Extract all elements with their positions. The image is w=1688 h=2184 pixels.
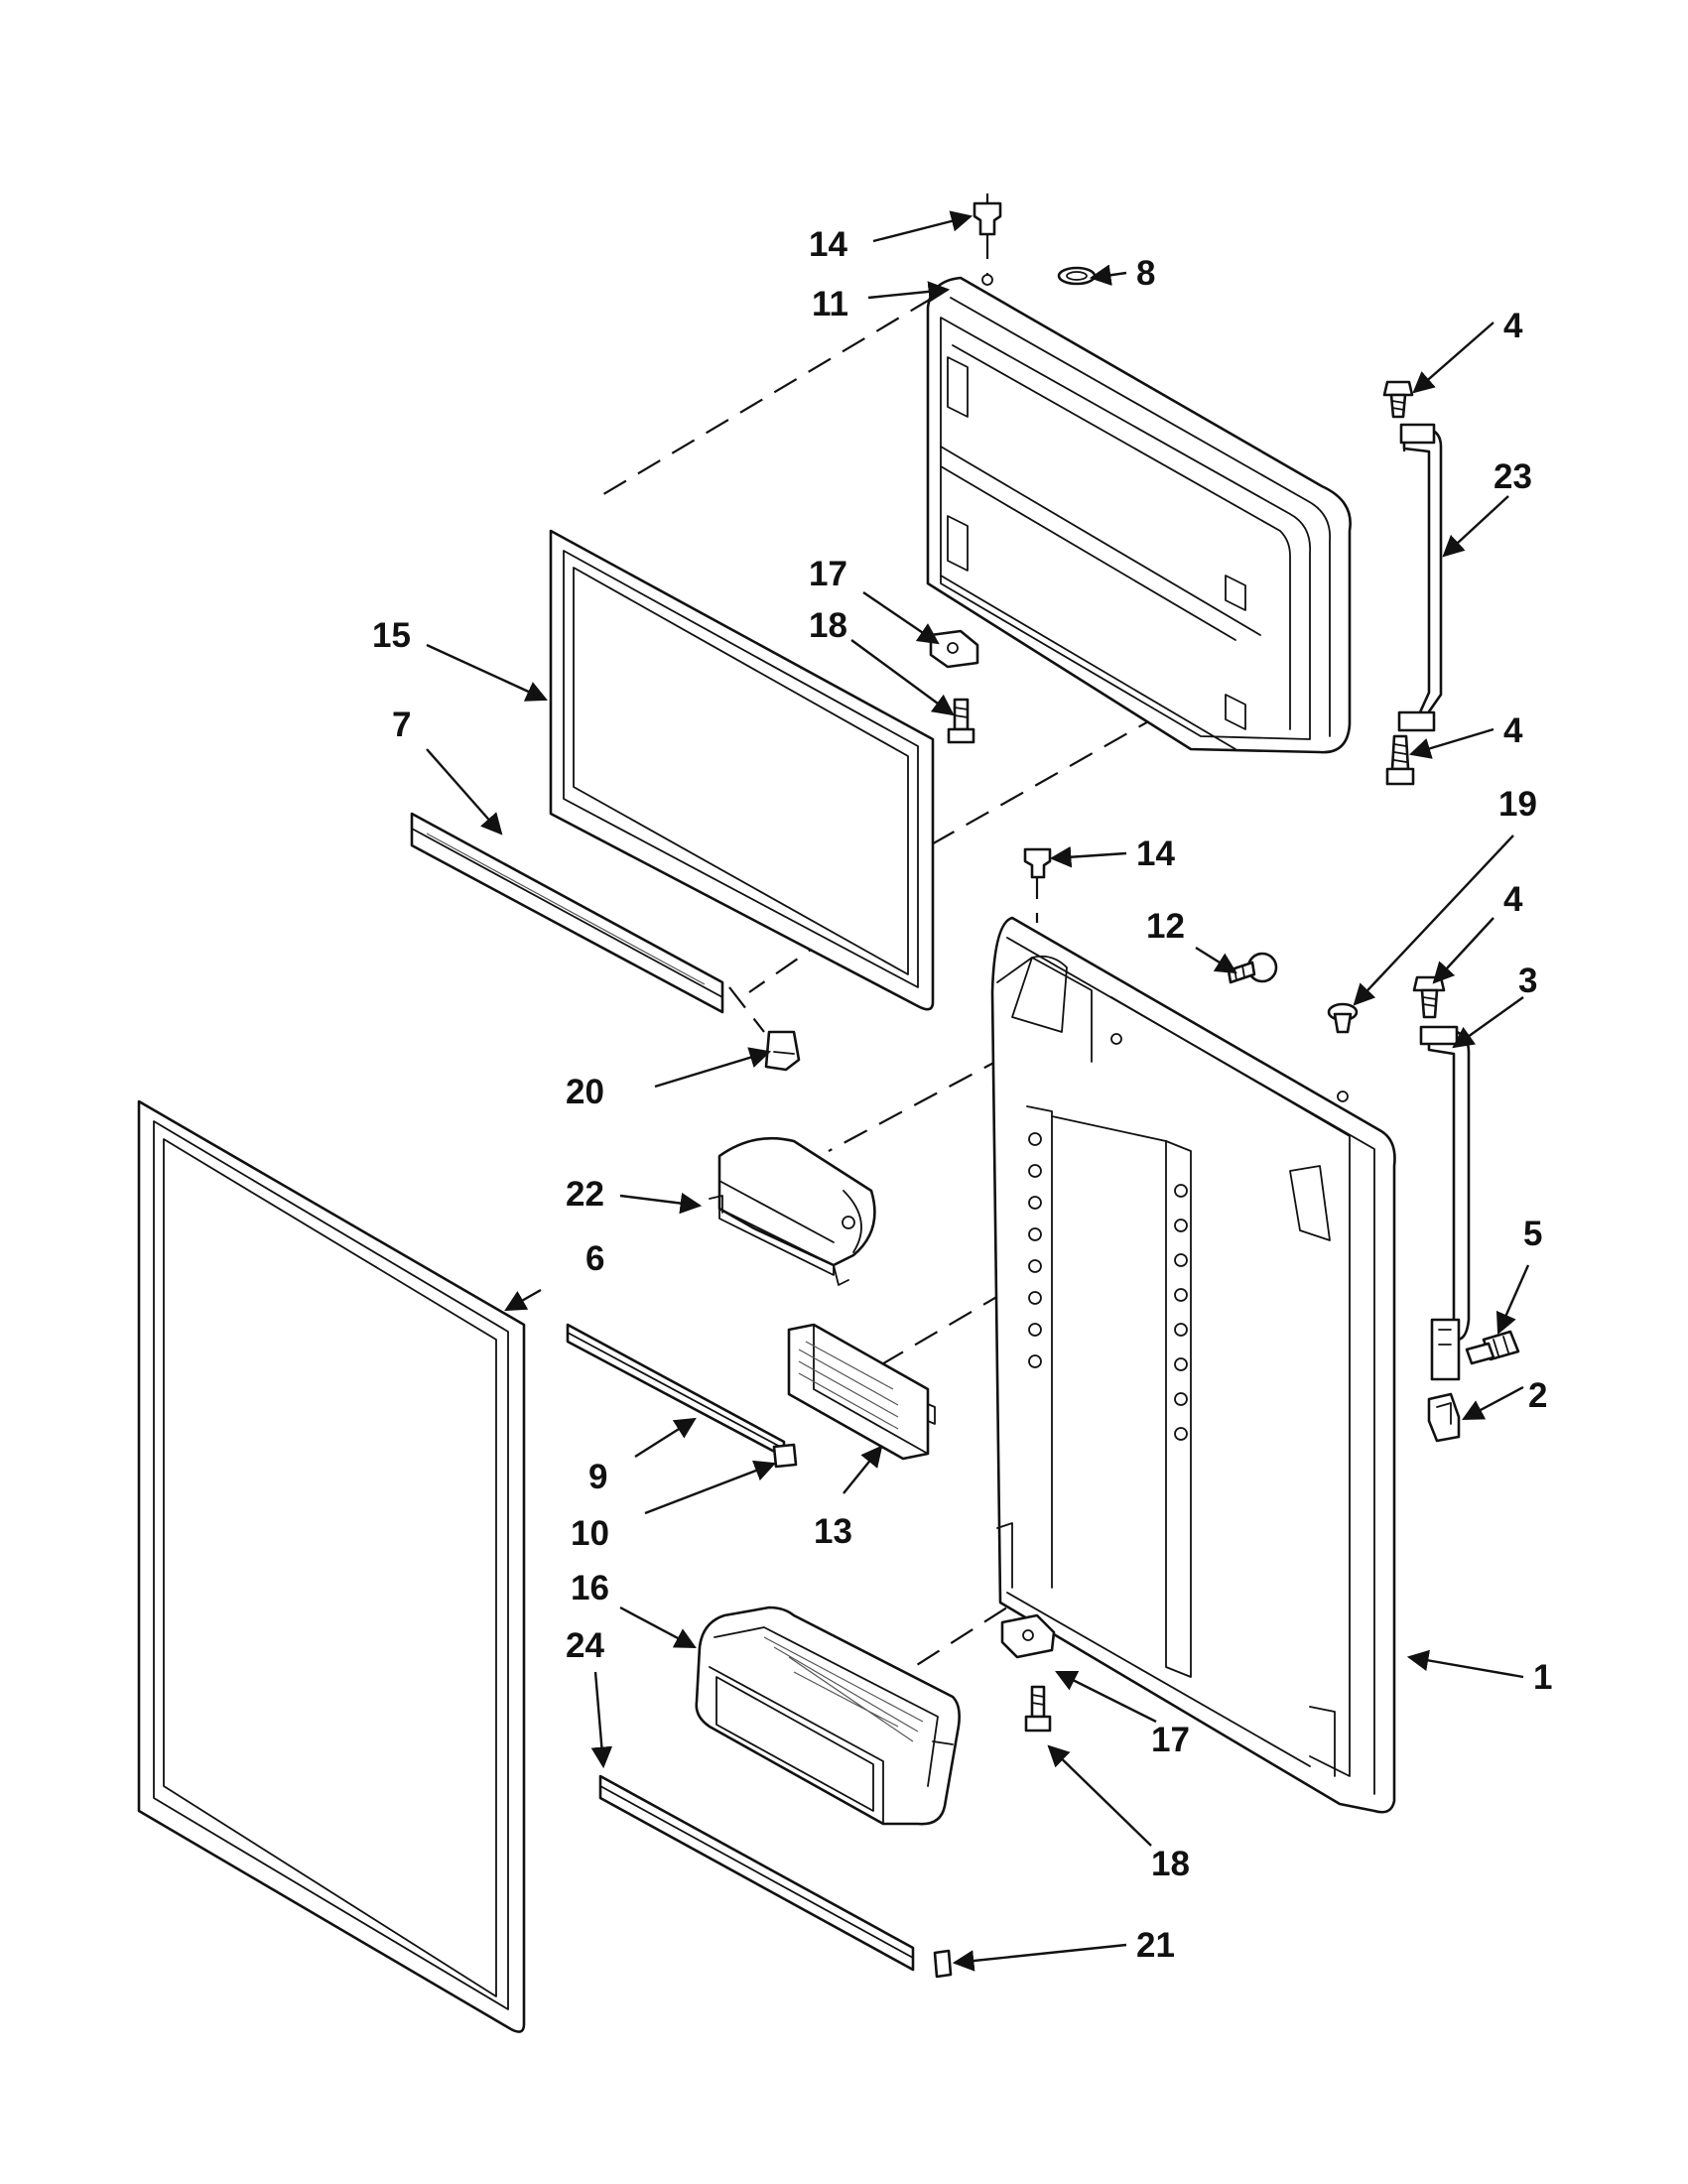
callout-20: 20 [566, 1073, 604, 1111]
shelf-cover [787, 1323, 936, 1461]
refrigerator-door [990, 916, 1396, 1814]
callout-9: 9 [588, 1458, 607, 1496]
callout-4-lower: 4 [1503, 880, 1523, 919]
shelf-rail [566, 1323, 786, 1459]
freezer-trim-strip [410, 812, 724, 1014]
callout-2: 2 [1528, 1376, 1547, 1415]
callout-21: 21 [1136, 1926, 1175, 1965]
hinge-screw-upper [947, 698, 975, 744]
callout-14-middle: 14 [1136, 835, 1175, 873]
refrigerator-door-handle [1419, 1025, 1471, 1381]
callout-18-lower: 18 [1151, 1845, 1190, 1883]
leader-arrows [426, 210, 1530, 1972]
hole-plug [1327, 1002, 1359, 1034]
callout-15: 15 [372, 616, 411, 655]
door-stop-ring [1057, 266, 1097, 286]
callout-4-top: 4 [1503, 307, 1523, 345]
hinge-bracket-upper [929, 629, 979, 669]
handle-screw-side [1465, 1330, 1520, 1365]
shelf-stud [1227, 952, 1278, 984]
callout-6: 6 [585, 1239, 604, 1278]
lower-trim-strip [598, 1774, 915, 1972]
freezer-door [926, 274, 1352, 754]
shelf-rail-end-cap [772, 1443, 798, 1469]
callout-7: 7 [392, 706, 411, 744]
callout-14-top: 14 [809, 225, 847, 264]
freezer-door-handle [1397, 423, 1443, 732]
callout-17-upper: 17 [809, 555, 847, 593]
callout-17-lower: 17 [1151, 1721, 1190, 1759]
callout-18-upper: 18 [809, 606, 847, 645]
callout-10: 10 [571, 1514, 609, 1553]
freezer-door-gasket [549, 529, 935, 1011]
callout-11: 11 [812, 285, 848, 323]
callout-1: 1 [1533, 1658, 1552, 1697]
callout-22: 22 [566, 1175, 604, 1214]
handle-screw-middle [1412, 975, 1446, 1019]
handle-screw-bottom [1385, 734, 1415, 786]
callout-12: 12 [1146, 907, 1185, 946]
hinge-screw-lower [1024, 1685, 1052, 1733]
callout-labels: 14 8 11 4 23 17 18 15 4 7 19 14 12 4 3 2… [372, 225, 1552, 1965]
callout-3: 3 [1518, 962, 1537, 1000]
door-bin [695, 1606, 961, 1826]
lower-trim-end-cap [933, 1949, 953, 1979]
hinge-plug-middle [1023, 847, 1052, 879]
callout-8: 8 [1136, 254, 1155, 293]
hinge-bracket-lower [1000, 1613, 1056, 1659]
callout-13: 13 [814, 1512, 852, 1551]
callout-5: 5 [1523, 1215, 1542, 1253]
hinge-plug-top [973, 201, 1002, 236]
refrigerator-door-gasket [137, 1099, 526, 2033]
callout-24: 24 [566, 1626, 604, 1665]
callout-19: 19 [1498, 785, 1537, 824]
callout-16: 16 [571, 1569, 609, 1607]
callout-23: 23 [1493, 457, 1532, 496]
trim-end-cap [764, 1030, 801, 1072]
handle-screw-top [1382, 380, 1414, 419]
handle-end-cap [1427, 1392, 1461, 1443]
dairy-compartment-door [709, 1136, 876, 1286]
callout-4-middle: 4 [1503, 711, 1523, 750]
